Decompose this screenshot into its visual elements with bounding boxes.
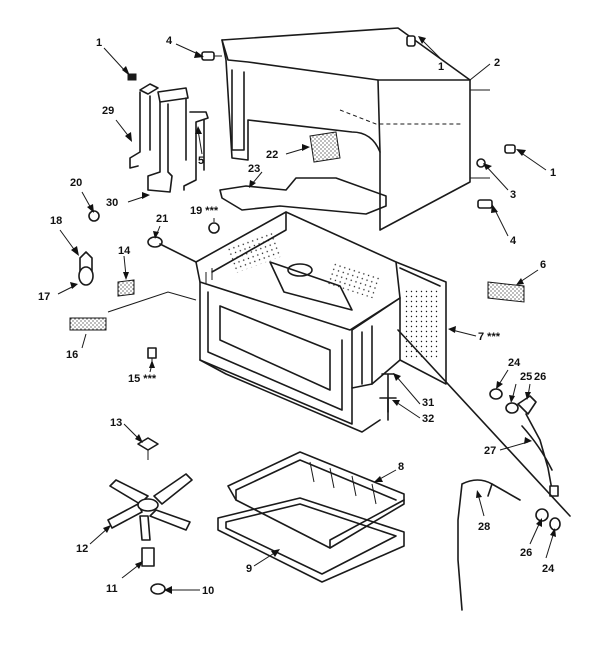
callout-12: 12 <box>76 543 88 555</box>
callout-labels: 1 1 1 2 3 4 4 5 6 7 *** 8 9 10 11 12 13 … <box>38 35 556 597</box>
callout-29: 29 <box>102 105 114 117</box>
bulb-17 <box>78 266 94 286</box>
leader-lines <box>57 36 556 594</box>
screw-1-bracket <box>127 73 137 81</box>
callout-31: 31 <box>422 397 434 409</box>
callout-2: 2 <box>494 57 500 69</box>
left-side-parts <box>69 210 220 366</box>
callout-1: 1 <box>550 167 556 179</box>
callout-27: 27 <box>484 445 496 457</box>
nut-25 <box>505 402 519 414</box>
screw-4-top <box>201 51 215 61</box>
base-tray <box>227 451 405 549</box>
callout-26: 26 <box>534 371 546 383</box>
callout-24: 24 <box>508 357 521 369</box>
label-14 <box>117 279 135 297</box>
connector-26 <box>517 395 537 415</box>
oven-cavity-chassis <box>195 211 401 433</box>
callout-18: 18 <box>50 215 62 227</box>
callout-25: 25 <box>520 371 532 383</box>
washer-3 <box>476 158 486 168</box>
terminal-26b <box>549 485 559 497</box>
tray-gasket <box>217 497 405 583</box>
stirrer-blade-12 <box>107 473 193 541</box>
callout-13: 13 <box>110 417 122 429</box>
callout-14: 14 <box>118 245 131 257</box>
callout-3: 3 <box>510 189 516 201</box>
callout-4: 4 <box>510 235 517 247</box>
label-16 <box>69 317 107 331</box>
mounting-rail <box>397 329 571 517</box>
callout-21: 21 <box>156 213 168 225</box>
outer-cabinet-wrapper <box>221 27 490 231</box>
callout-5: 5 <box>198 155 204 167</box>
stirrer-assembly <box>107 437 193 595</box>
lamp-socket-20 <box>88 210 100 222</box>
callout-10: 10 <box>202 585 214 597</box>
callout-17: 17 <box>38 291 50 303</box>
label-6 <box>487 281 525 303</box>
callout-7: 7 *** <box>478 331 501 343</box>
callout-22: 22 <box>266 149 278 161</box>
wire-27 <box>521 413 553 491</box>
screw-4-right <box>477 199 493 209</box>
callout-6: 6 <box>540 259 546 271</box>
probe-cord-28 <box>457 479 521 611</box>
callout-4: 4 <box>166 35 173 47</box>
wire-harness <box>219 177 387 215</box>
callout-16: 16 <box>66 349 78 361</box>
callout-1: 1 <box>438 61 444 73</box>
callout-26: 26 <box>520 547 532 559</box>
callout-30: 30 <box>106 197 118 209</box>
hinge-brackets <box>127 73 209 193</box>
wrapper-screws <box>201 35 516 209</box>
callout-24: 24 <box>542 563 555 575</box>
motor-shaft-11 <box>141 547 155 567</box>
control-panel <box>395 261 447 385</box>
callout-23: 23 <box>248 163 260 175</box>
callout-20: 20 <box>70 177 82 189</box>
washer-24 <box>489 388 503 400</box>
callout-8: 8 <box>398 461 404 473</box>
insulation-pad <box>309 131 341 163</box>
callout-11: 11 <box>106 583 118 595</box>
callout-9: 9 <box>246 563 252 575</box>
callout-32: 32 <box>422 413 434 425</box>
callout-28: 28 <box>478 521 490 533</box>
callout-19: 19 *** <box>190 205 219 217</box>
thermostat-19 <box>208 222 220 234</box>
screw-1-top <box>406 35 416 47</box>
nut-10 <box>150 583 166 595</box>
callout-1: 1 <box>96 37 102 49</box>
callout-15: 15 *** <box>128 373 157 385</box>
screw-32 <box>379 397 397 421</box>
switch-15 <box>147 347 157 359</box>
screw-1-right <box>504 144 516 154</box>
coupler-13 <box>137 437 159 451</box>
